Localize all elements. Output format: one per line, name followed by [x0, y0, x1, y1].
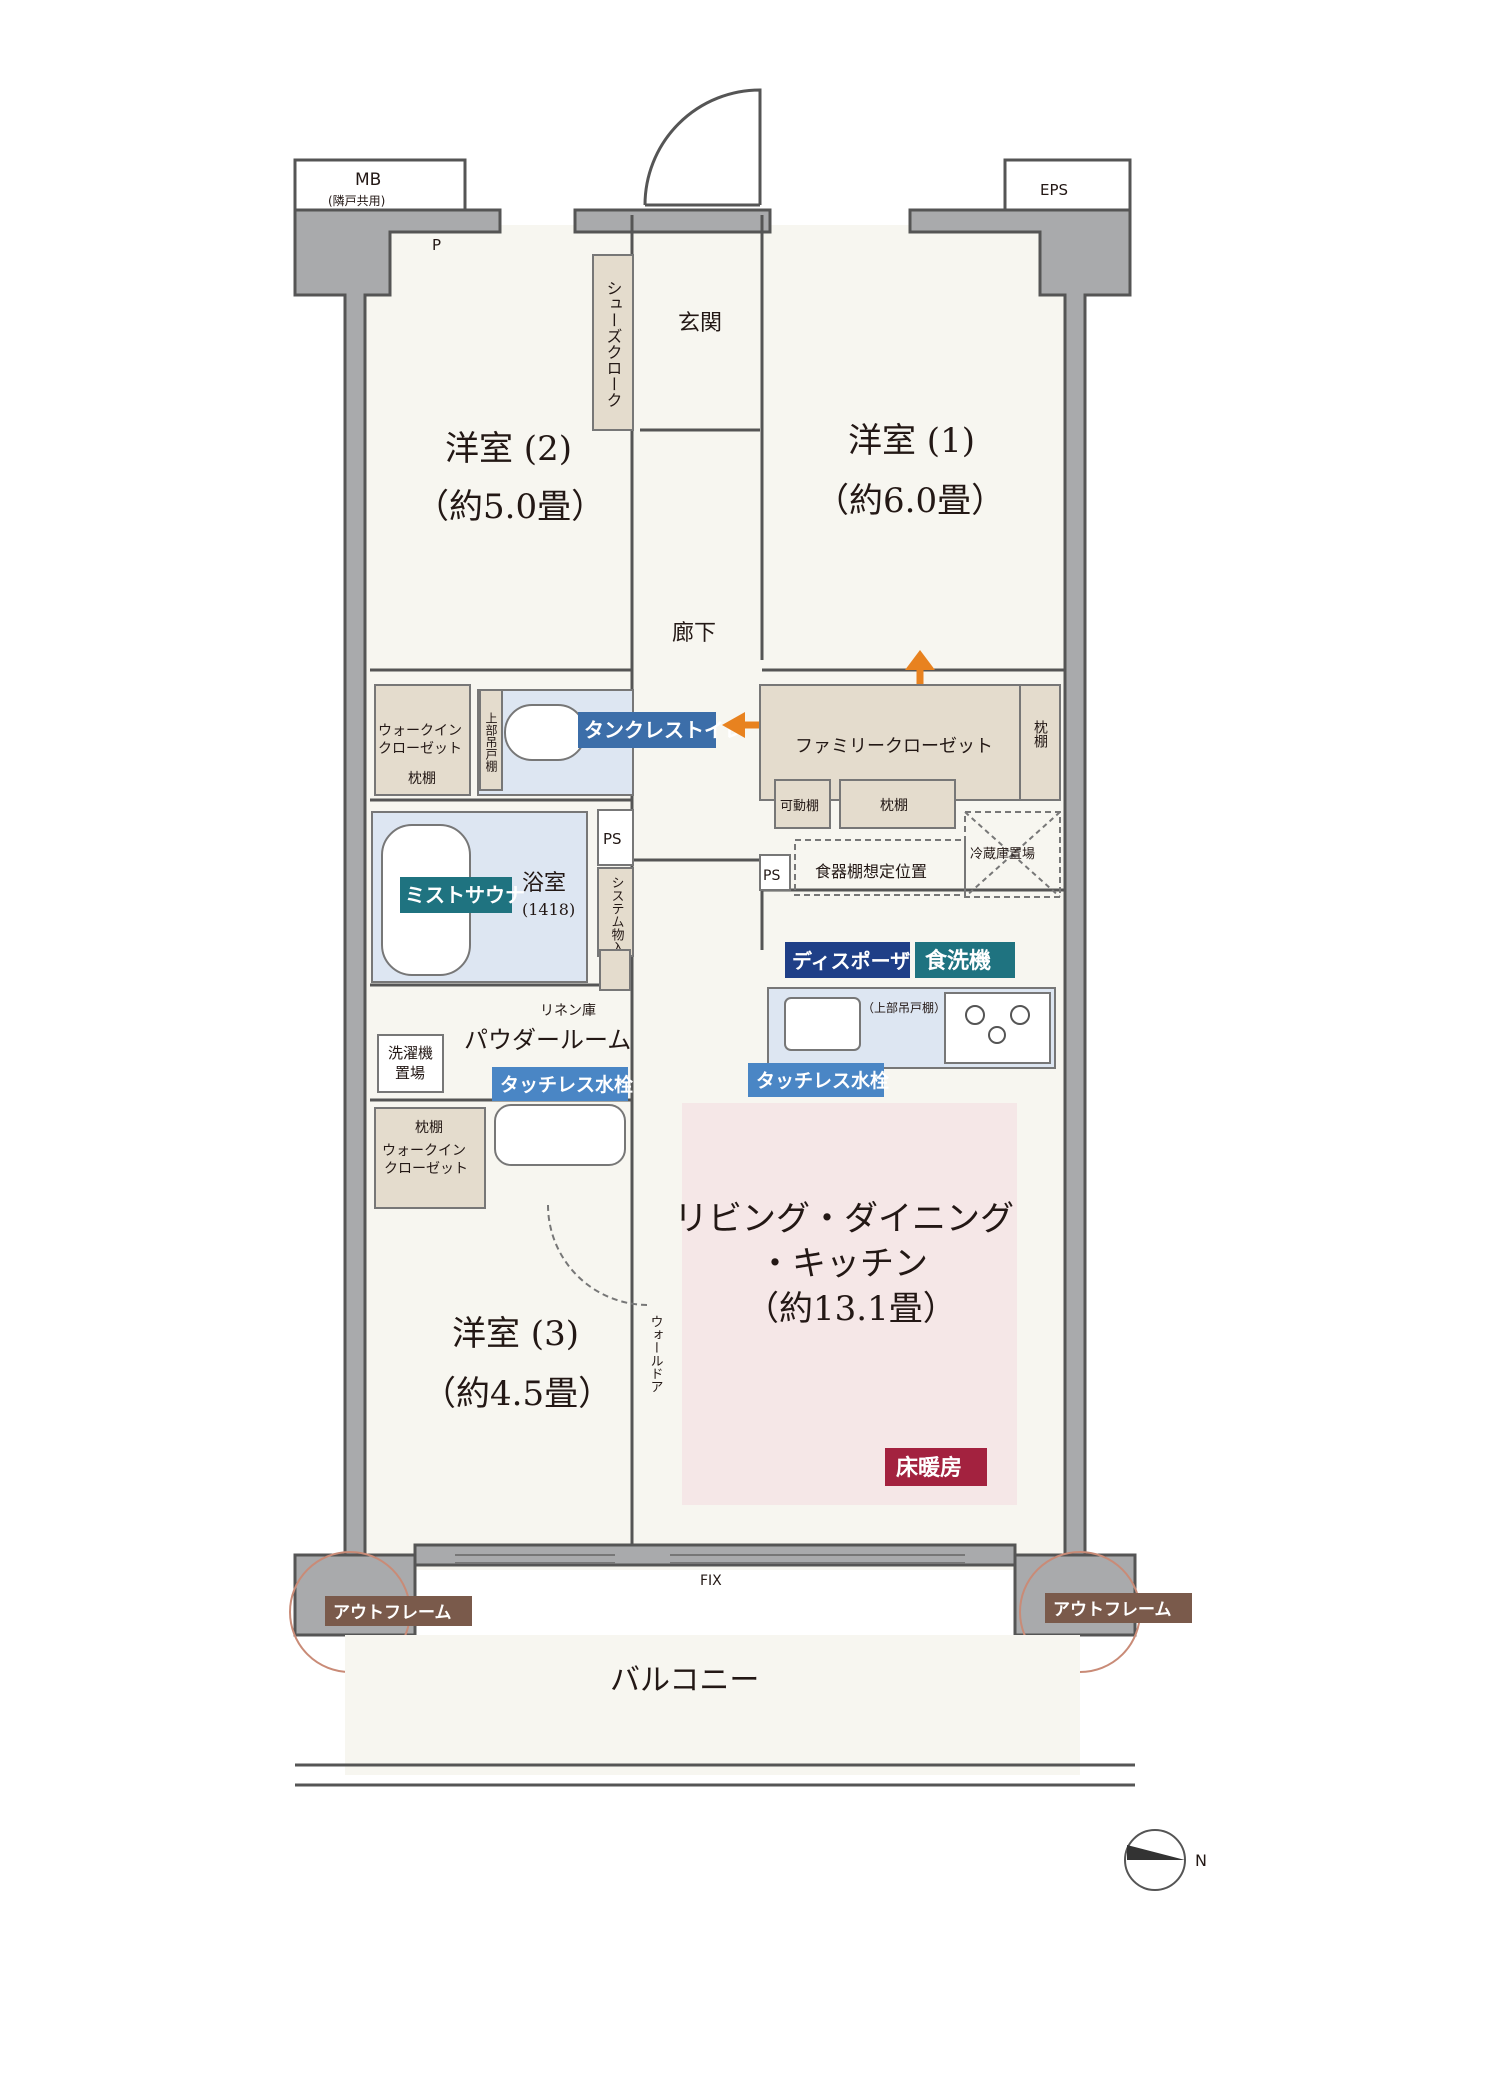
outer-walls — [293, 208, 1137, 1637]
burner-1 — [965, 1005, 985, 1025]
dish-shelf-label: 食器棚想定位置 — [815, 862, 927, 881]
upper-cabinet-label: 上部吊戸棚 — [484, 712, 498, 773]
dishwasher-badge — [915, 942, 1015, 978]
mb-box — [293, 158, 467, 212]
entrance-door — [643, 88, 762, 207]
family-pillow-2 — [839, 779, 956, 829]
linen-cabinet — [599, 949, 631, 991]
outframe-left-badge — [325, 1596, 472, 1626]
walkin-closet-top — [374, 684, 471, 796]
balcony-label: バルコニー — [610, 1663, 759, 1698]
fridge-label: 冷蔵庫置場 — [970, 847, 1035, 862]
burner-2 — [1010, 1005, 1030, 1025]
western3-door-swing — [547, 1204, 649, 1306]
walkin-top-line2: クローゼット — [378, 741, 462, 757]
disposer-label: ディスポーザ — [792, 949, 910, 973]
entrance-label: 玄関 — [678, 311, 722, 336]
dish-shelf-area — [794, 839, 966, 896]
western1-size: （約6.0畳） — [815, 481, 1005, 521]
north-label: N — [1195, 1851, 1207, 1870]
walkin-closet-bottom — [374, 1107, 486, 1209]
vanity-sink — [494, 1104, 626, 1166]
family-closet-pillow — [1019, 684, 1061, 801]
family-pillow-2-label: 枕棚 — [880, 798, 908, 814]
mb-note: (隣戸共用) — [328, 193, 385, 208]
balcony — [345, 1635, 1080, 1775]
western2-name: 洋室 (2) — [445, 429, 572, 469]
linen-label: リネン庫 — [540, 1002, 596, 1019]
tankless-toilet-label: タンクレストイレ — [584, 718, 744, 742]
ps-label-1: PS — [603, 830, 622, 848]
fix-label: FIX — [700, 1573, 722, 1589]
movable-shelf — [774, 779, 831, 829]
eps-box — [1003, 158, 1132, 212]
orange-arrow-head-left — [722, 712, 745, 738]
ldk-size: （約13.1畳） — [745, 1289, 957, 1329]
floor-heating-zone — [682, 1103, 1017, 1505]
toilet-bowl — [504, 704, 586, 761]
powder-room-label: パウダールーム — [464, 1026, 631, 1054]
cooktop — [944, 992, 1051, 1064]
touchless-faucet-powder-label: タッチレス水栓 — [500, 1073, 633, 1096]
kitchen-upper-cabinet-label: （上部吊戸棚） — [862, 1000, 946, 1015]
walldoor-label: ウォールドア — [648, 1315, 663, 1393]
western3-name: 洋室 (3) — [452, 1314, 579, 1354]
washer-area — [377, 1034, 444, 1093]
movable-shelf-label: 可動棚 — [780, 799, 819, 814]
system-storage — [597, 867, 634, 957]
shoe-cloak — [592, 254, 634, 431]
tankless-toilet-badge — [578, 712, 716, 748]
orange-arrow-head-up — [905, 650, 935, 670]
western1-name: 洋室 (1) — [848, 421, 975, 461]
toilet-upper-cabinet — [479, 689, 503, 791]
burner-3 — [988, 1026, 1006, 1044]
walkin-top-pillow: 枕棚 — [408, 771, 436, 787]
ps-box-2 — [759, 854, 791, 891]
touchless-faucet-kitchen-label: タッチレス水栓 — [756, 1069, 889, 1092]
disposer-badge — [785, 942, 910, 978]
outframe-right-badge — [1045, 1593, 1192, 1623]
washer-line2: 置場 — [395, 1064, 425, 1082]
family-closet-label: ファミリークローゼット — [795, 736, 993, 757]
bath-size: (1418) — [522, 900, 575, 919]
outframe-left-label: アウトフレーム — [333, 1603, 452, 1623]
system-storage-label: システム物入 — [609, 876, 625, 954]
p-label: P — [432, 236, 441, 254]
mist-sauna-badge — [400, 877, 512, 913]
outframe-right-label: アウトフレーム — [1053, 1600, 1172, 1620]
ps-label-2: PS — [763, 868, 780, 884]
family-pillow-label: 枕棚 — [1032, 720, 1048, 748]
shoe-cloak-label: シューズクローク — [604, 280, 623, 408]
compass-needle — [1127, 1845, 1185, 1860]
ldk-line2: ・キッチン — [758, 1244, 928, 1284]
walkin-top-line1: ウォークイン — [378, 723, 462, 739]
walkin-bottom-line1: ウォークイン — [382, 1143, 466, 1159]
ps-box-1 — [597, 809, 634, 866]
washer-line1: 洗濯機 — [388, 1044, 433, 1062]
mb-label: MB — [355, 170, 381, 190]
touchless-faucet-powder-badge — [492, 1067, 628, 1101]
hallway-label: 廊下 — [672, 621, 716, 646]
ldk-line1: リビング・ダイニング — [674, 1199, 1014, 1239]
western2-size: （約5.0畳） — [415, 487, 605, 527]
dishwasher-label: 食洗機 — [925, 948, 991, 974]
walkin-bottom-pillow: 枕棚 — [415, 1120, 443, 1136]
bath-name: 浴室 — [522, 871, 566, 896]
floor-heating-badge — [885, 1448, 987, 1486]
touchless-faucet-kitchen-badge — [748, 1063, 884, 1097]
walkin-bottom-line2: クローゼット — [384, 1161, 468, 1177]
eps-label: EPS — [1040, 181, 1068, 199]
balcony-windows — [455, 1554, 965, 1564]
floor-heating-label: 床暖房 — [896, 1455, 962, 1481]
western3-size: （約4.5畳） — [422, 1374, 612, 1414]
kitchen-sink — [784, 997, 861, 1051]
mist-sauna-label: ミストサウナ — [405, 883, 525, 907]
